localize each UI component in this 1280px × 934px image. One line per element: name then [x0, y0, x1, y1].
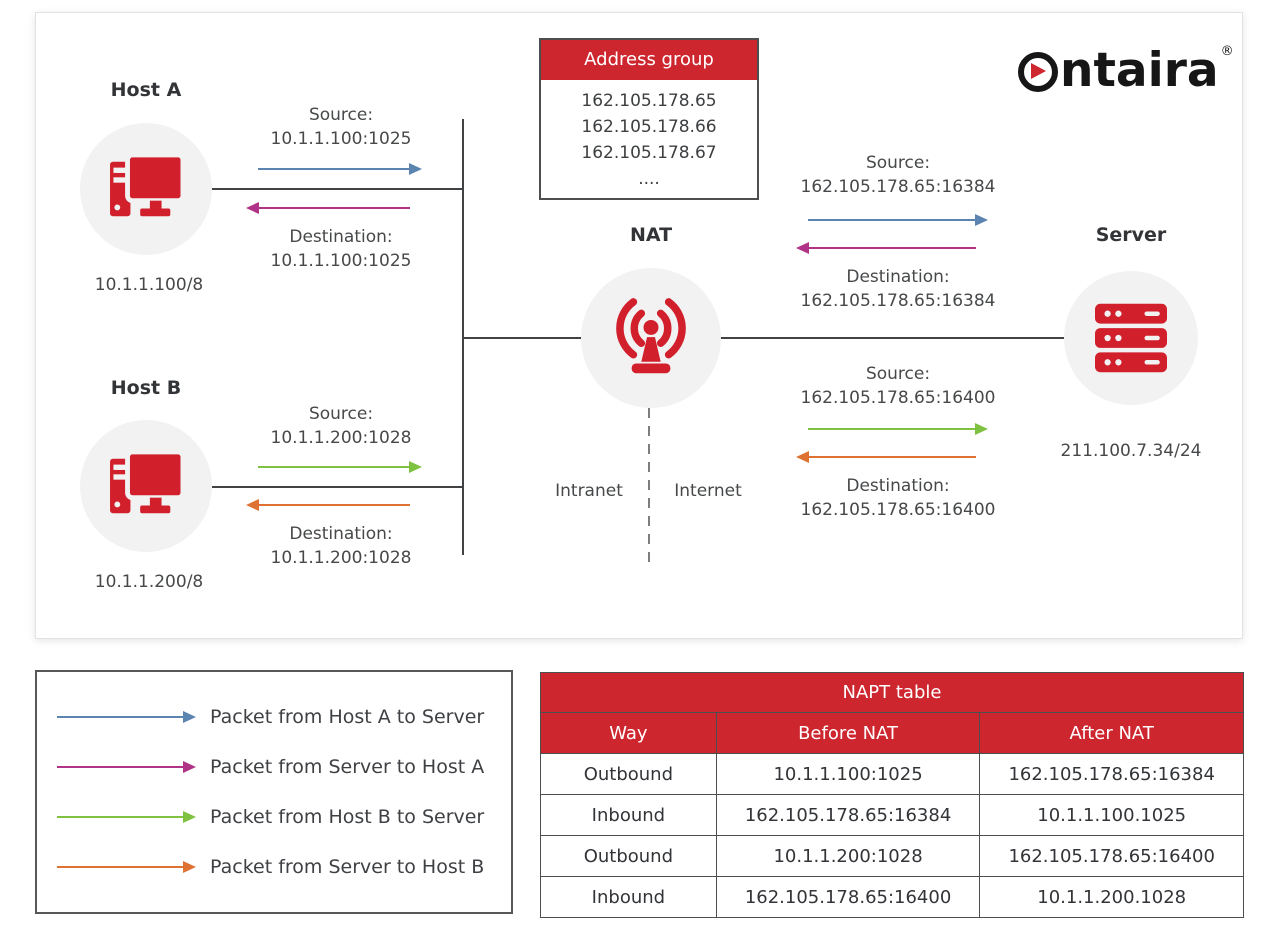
logo-a-glyph: [1018, 52, 1058, 92]
napt-cell-way: Inbound: [540, 794, 717, 836]
legend-label: Packet from Server to Host A: [210, 756, 485, 778]
napt-header-way: Way: [540, 712, 717, 754]
legend-label: Packet from Host B to Server: [210, 806, 485, 828]
address-group-entry: ....: [638, 169, 660, 189]
legend-arrow-magenta: [57, 760, 196, 773]
address-group-entry: 162.105.178.66: [581, 117, 717, 137]
server-icon: [1095, 303, 1167, 373]
host-b-source-label: Source: 10.1.1.200:1028: [270, 404, 412, 448]
address-group-entry: 162.105.178.65: [581, 91, 717, 111]
flow-b-dest-label: Destination: 162.105.178.65:16400: [800, 476, 996, 520]
address-group-box: Address group 162.105.178.65 162.105.178…: [539, 38, 759, 200]
host-a-link-line: [212, 188, 463, 190]
computer-icon: [110, 154, 185, 217]
napt-header-before: Before NAT: [715, 712, 981, 754]
flow-b-source-label: Source: 162.105.178.65:16400: [800, 364, 996, 408]
host-b-address: 10.1.1.200/8: [94, 572, 204, 592]
napt-cell-way: Outbound: [540, 753, 717, 795]
host-b-dest-label: Destination: 10.1.1.200:1028: [270, 524, 412, 568]
arrow-host-b-to-server-after-nat: [808, 422, 988, 435]
intranet-internet-divider: [648, 408, 650, 563]
host-a-address: 10.1.1.100/8: [94, 275, 204, 295]
table-row: Outbound 10.1.1.200:1028 162.105.178.65:…: [540, 835, 1244, 877]
nat-node: [581, 268, 721, 408]
napt-header-after: After NAT: [979, 712, 1244, 754]
flow-a-dest-label: Destination: 162.105.178.65:16384: [800, 267, 996, 311]
arrow-host-a-to-server: [258, 162, 422, 175]
legend-item: Packet from Server to Host A: [37, 756, 511, 778]
flow-a-source-label: Source: 162.105.178.65:16384: [800, 153, 996, 197]
napt-cell-before: 10.1.1.200:1028: [715, 835, 981, 877]
host-a-dest-label: Destination: 10.1.1.100:1025: [270, 227, 412, 271]
table-row: Inbound 162.105.178.65:16384 10.1.1.100.…: [540, 794, 1244, 836]
legend-item: Packet from Server to Host B: [37, 856, 511, 878]
legend-label: Packet from Server to Host B: [210, 856, 485, 878]
host-b-node: [80, 420, 212, 552]
napt-cell-way: Outbound: [540, 835, 717, 877]
napt-cell-before: 162.105.178.65:16384: [715, 794, 981, 836]
arrow-host-a-to-server-after-nat: [808, 213, 988, 226]
host-a-source-label: Source: 10.1.1.100:1025: [270, 105, 412, 149]
legend-arrow-blue: [57, 710, 196, 723]
play-icon: [1031, 63, 1046, 79]
computer-icon: [110, 451, 185, 514]
arrow-host-b-to-server: [258, 460, 422, 473]
nat-to-server-line: [719, 337, 1064, 339]
legend-label: Packet from Host A to Server: [210, 706, 485, 728]
arrow-server-to-host-b-after-nat: [796, 450, 976, 463]
arrow-server-to-host-b: [246, 498, 410, 511]
table-row: Inbound 162.105.178.65:16400 10.1.1.200.…: [540, 876, 1244, 918]
host-a-title: Host A: [110, 79, 182, 101]
logo-text: ntaira: [1060, 43, 1219, 98]
antenna-icon: [616, 298, 686, 374]
napt-cell-before: 10.1.1.100:1025: [715, 753, 981, 795]
host-a-node: [80, 123, 212, 255]
address-group-entries: 162.105.178.65 162.105.178.66 162.105.17…: [541, 80, 757, 198]
napt-cell-after: 10.1.1.100.1025: [979, 794, 1244, 836]
registered-mark: ®: [1220, 44, 1234, 59]
napt-cell-after: 162.105.178.65:16400: [979, 835, 1244, 877]
napt-table-title: NAPT table: [540, 672, 1244, 713]
nat-title: NAT: [629, 224, 673, 246]
legend-panel: Packet from Host A to Server Packet from…: [35, 670, 513, 914]
intranet-label: Intranet: [555, 481, 623, 501]
napt-cell-after: 162.105.178.65:16384: [979, 753, 1244, 795]
nat-diagram-panel: Host A 10.1.1.100/8 Source: 10.1.1.100:1…: [35, 12, 1243, 639]
trunk-to-nat-line: [463, 337, 583, 339]
legend-arrow-orange: [57, 860, 196, 873]
arrow-server-to-host-a: [246, 201, 410, 214]
host-b-link-line: [212, 486, 463, 488]
address-group-title: Address group: [541, 40, 757, 80]
server-title: Server: [1095, 224, 1167, 246]
legend-arrow-green: [57, 810, 196, 823]
antaira-logo: ntaira ®: [1018, 43, 1234, 99]
legend-item: Packet from Host A to Server: [37, 706, 511, 728]
server-address: 211.100.7.34/24: [1060, 441, 1202, 461]
napt-cell-before: 162.105.178.65:16400: [715, 876, 981, 918]
host-b-title: Host B: [110, 377, 182, 399]
internet-label: Internet: [674, 481, 742, 501]
napt-table: NAPT table Way Before NAT After NAT Outb…: [540, 672, 1244, 918]
server-node: [1064, 271, 1198, 405]
table-row: Outbound 10.1.1.100:1025 162.105.178.65:…: [540, 753, 1244, 795]
legend-item: Packet from Host B to Server: [37, 806, 511, 828]
address-group-entry: 162.105.178.67: [581, 143, 717, 163]
arrow-server-to-host-a-after-nat: [796, 241, 976, 254]
napt-cell-after: 10.1.1.200.1028: [979, 876, 1244, 918]
napt-cell-way: Inbound: [540, 876, 717, 918]
